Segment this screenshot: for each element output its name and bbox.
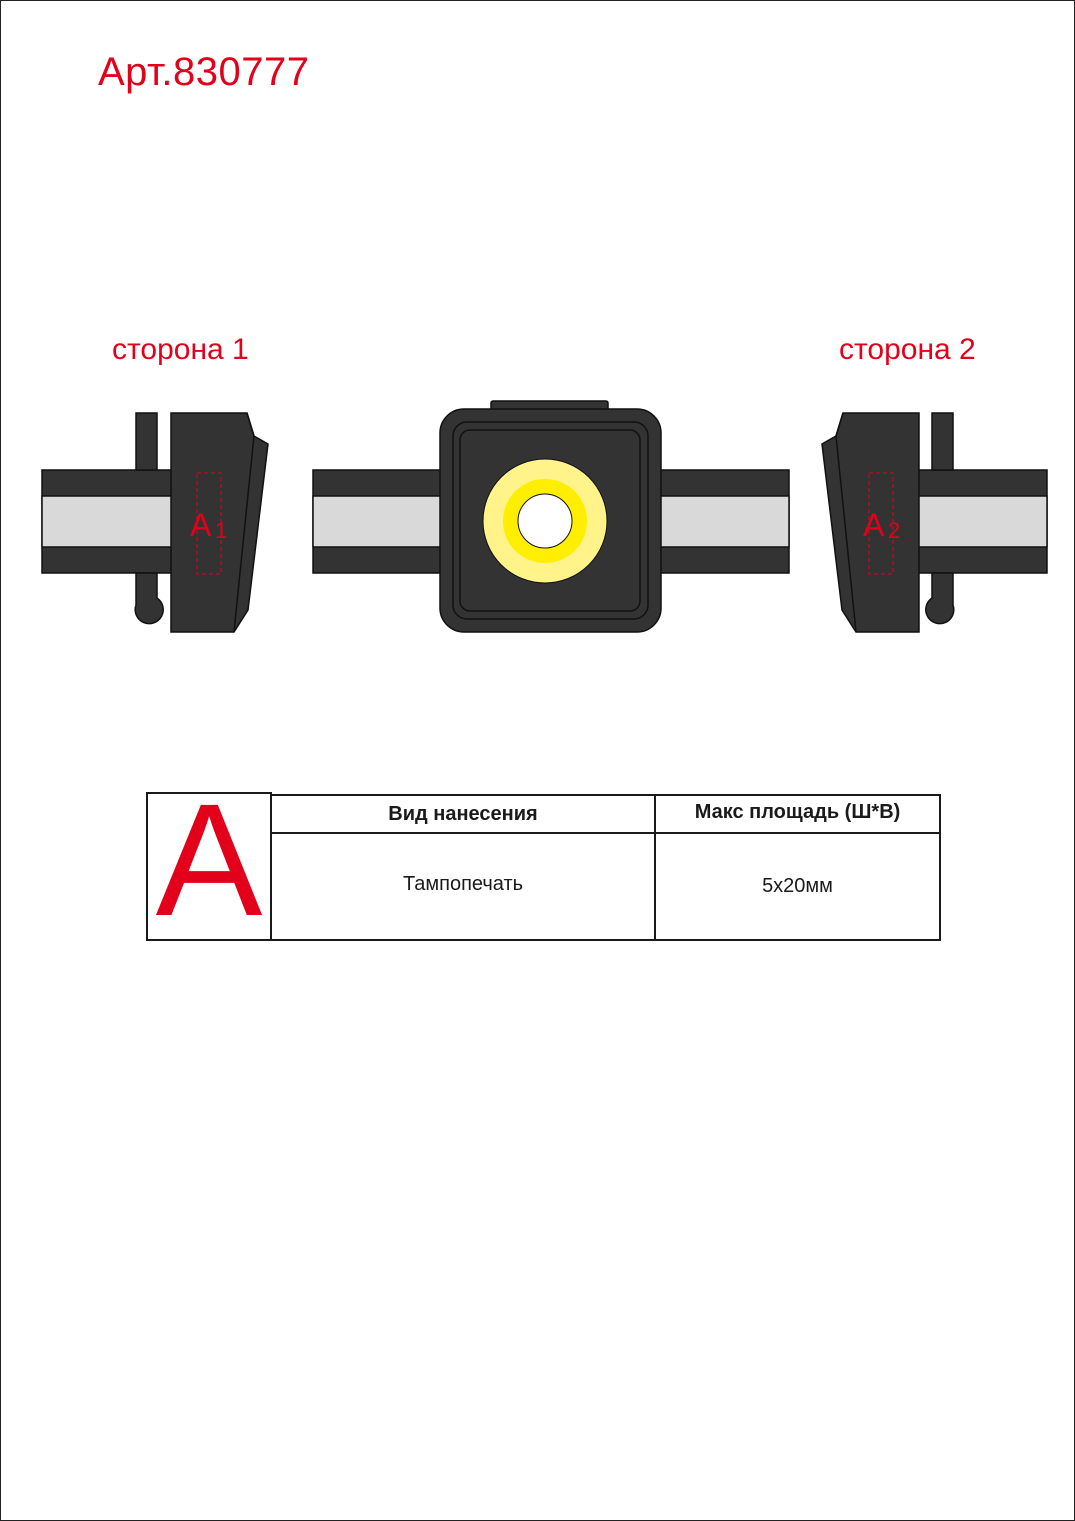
application-table: A Вид нанесения Макс площадь (Ш*В) Тампо…	[146, 780, 941, 941]
header-method: Вид нанесения	[388, 803, 538, 825]
area-a1-sub: 1	[215, 518, 227, 543]
area-a1-letter: A	[190, 507, 212, 543]
side-view-2: A 2	[821, 412, 1048, 633]
specs-grid: Вид нанесения Макс площадь (Ш*В) Тампопе…	[272, 794, 941, 941]
lens-center	[517, 493, 573, 549]
area-marker-cell: A	[146, 780, 272, 941]
area-marker: A	[155, 770, 263, 949]
value-method: Тампопечать	[402, 873, 524, 895]
side-view-1: A 1	[41, 412, 269, 633]
front-view	[312, 400, 790, 633]
headlamp-drawing: A 1 A 2	[41, 400, 1048, 633]
print-area-a2	[868, 472, 894, 575]
header-max-area: Макс площадь (Ш*В)	[694, 801, 901, 823]
strap-reflective-side2	[914, 495, 1048, 548]
print-area-a1	[196, 472, 222, 575]
area-a2-letter: A	[863, 507, 885, 543]
strap-reflective-side1	[41, 495, 175, 548]
side-1-label: сторона 1	[112, 333, 249, 366]
header-divider	[272, 832, 939, 834]
clip-hook-side2	[925, 572, 955, 625]
column-divider	[654, 796, 656, 939]
value-max-area: 5х20мм	[762, 875, 833, 897]
article-number: Арт.830777	[98, 50, 310, 94]
area-a2-sub: 2	[888, 518, 900, 543]
clip-hook-side1	[134, 572, 164, 625]
side-2-label: сторона 2	[839, 333, 976, 366]
